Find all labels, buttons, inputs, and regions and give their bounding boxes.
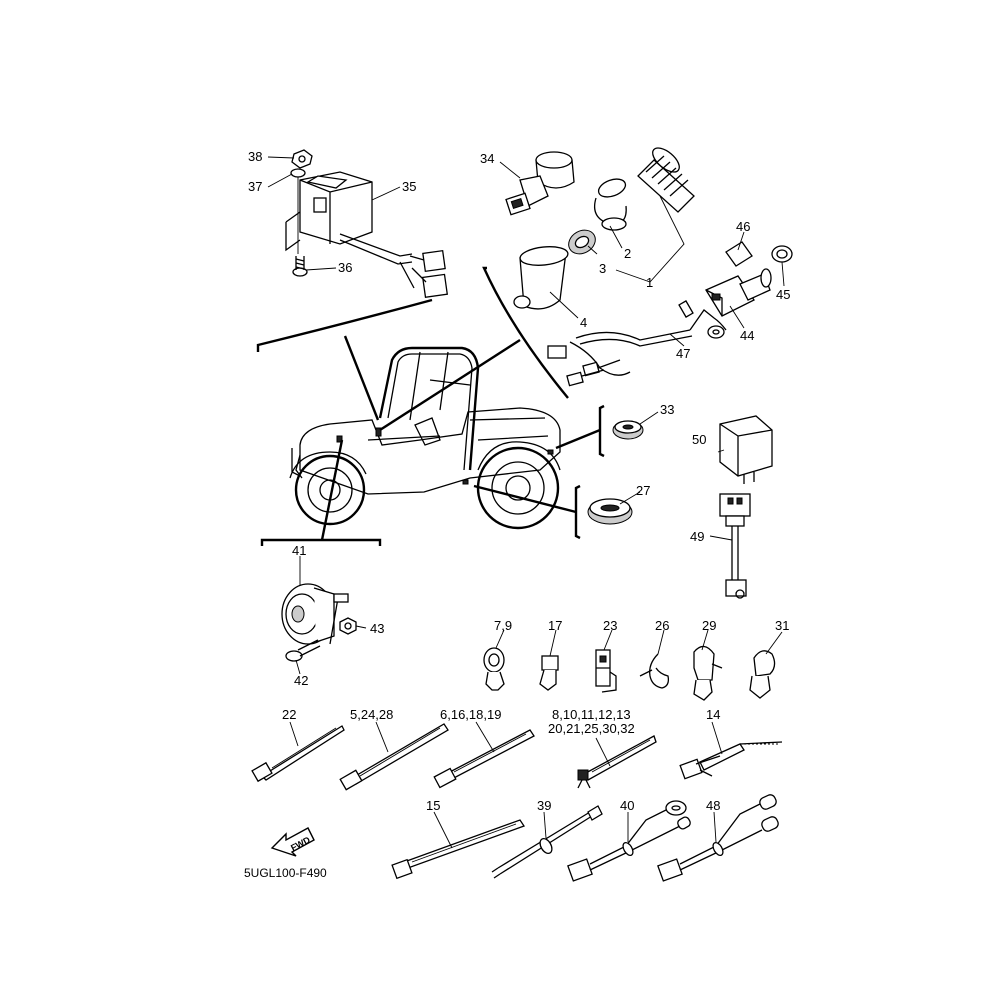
callout-5-24-28: 5,24,28: [350, 707, 394, 722]
wire-harness-48: [657, 794, 779, 882]
clip-23: [595, 649, 617, 693]
cable-tie-15: [391, 819, 526, 880]
callout-23: 23: [603, 618, 618, 633]
callout-20-21-25-30-32: 20,21,25,30,32: [548, 721, 635, 736]
callout-2: 2: [624, 246, 632, 261]
callout-42: 42: [294, 673, 309, 688]
callout-33: 33: [660, 402, 675, 417]
callout-50: 50: [692, 432, 707, 447]
grommet-33: [612, 420, 644, 440]
leader-lines: [267, 156, 785, 849]
clip-29: [693, 645, 723, 701]
callout-38: 38: [248, 149, 263, 164]
cable-tie-8-group: [577, 735, 657, 789]
callout-35: 35: [402, 179, 417, 194]
grommet-27: [587, 498, 633, 525]
callout-34: 34: [480, 151, 495, 166]
callout-39: 39: [537, 798, 552, 813]
callout-7-9: 7,9: [494, 618, 513, 633]
lead-wire-47: [678, 300, 727, 339]
callout-31: 31: [775, 618, 790, 633]
callout-14: 14: [706, 707, 721, 722]
callout-29: 29: [702, 618, 717, 633]
clip-17: [539, 655, 559, 691]
relay-50: [719, 415, 773, 484]
callout-48: 48: [706, 798, 721, 813]
cable-tie-6-16-18-19: [433, 729, 535, 789]
callout-1: 1: [646, 275, 654, 290]
callout-6-16-18-19: 6,16,18,19: [440, 707, 502, 722]
relay-assembly-35: [285, 149, 449, 299]
wire-lead-39: [491, 805, 603, 879]
callout-22: 22: [282, 707, 297, 722]
sensor-34: [505, 151, 575, 216]
callout-37: 37: [248, 179, 263, 194]
callout-47: 47: [676, 346, 691, 361]
switch-44: [705, 241, 793, 317]
callout-8-10-11-12-13: 8,10,11,12,13: [552, 707, 631, 722]
callout-15: 15: [426, 798, 441, 813]
clip-7-9: [483, 647, 505, 691]
horn-41: [281, 583, 357, 662]
callout-17: 17: [548, 618, 563, 633]
callout-26: 26: [655, 618, 670, 633]
callout-4: 4: [580, 315, 588, 330]
coupler-49: [719, 493, 751, 599]
clip-26: [639, 653, 670, 689]
socket-parts-1-4: [513, 147, 695, 387]
callout-44: 44: [740, 328, 755, 343]
cable-tie-22: [251, 725, 345, 783]
clip-31: [749, 650, 776, 699]
forward-arrow-icon: FWD: [270, 827, 315, 857]
callout-45: 45: [776, 287, 791, 302]
diagram-code: 5UGL100-F490: [244, 866, 327, 880]
group-brackets: [256, 266, 605, 546]
callout-41: 41: [292, 543, 307, 558]
callout-49: 49: [690, 529, 705, 544]
cable-tie-5-24-28: [339, 723, 449, 791]
vehicle-illustration: [289, 346, 561, 530]
callout-43: 43: [370, 621, 385, 636]
callout-27: 27: [636, 483, 651, 498]
callout-36: 36: [338, 260, 353, 275]
callout-46: 46: [736, 219, 751, 234]
cable-tie-14: [679, 741, 783, 780]
callout-40: 40: [620, 798, 635, 813]
callout-3: 3: [599, 261, 607, 276]
wire-harness-40: [567, 800, 691, 882]
